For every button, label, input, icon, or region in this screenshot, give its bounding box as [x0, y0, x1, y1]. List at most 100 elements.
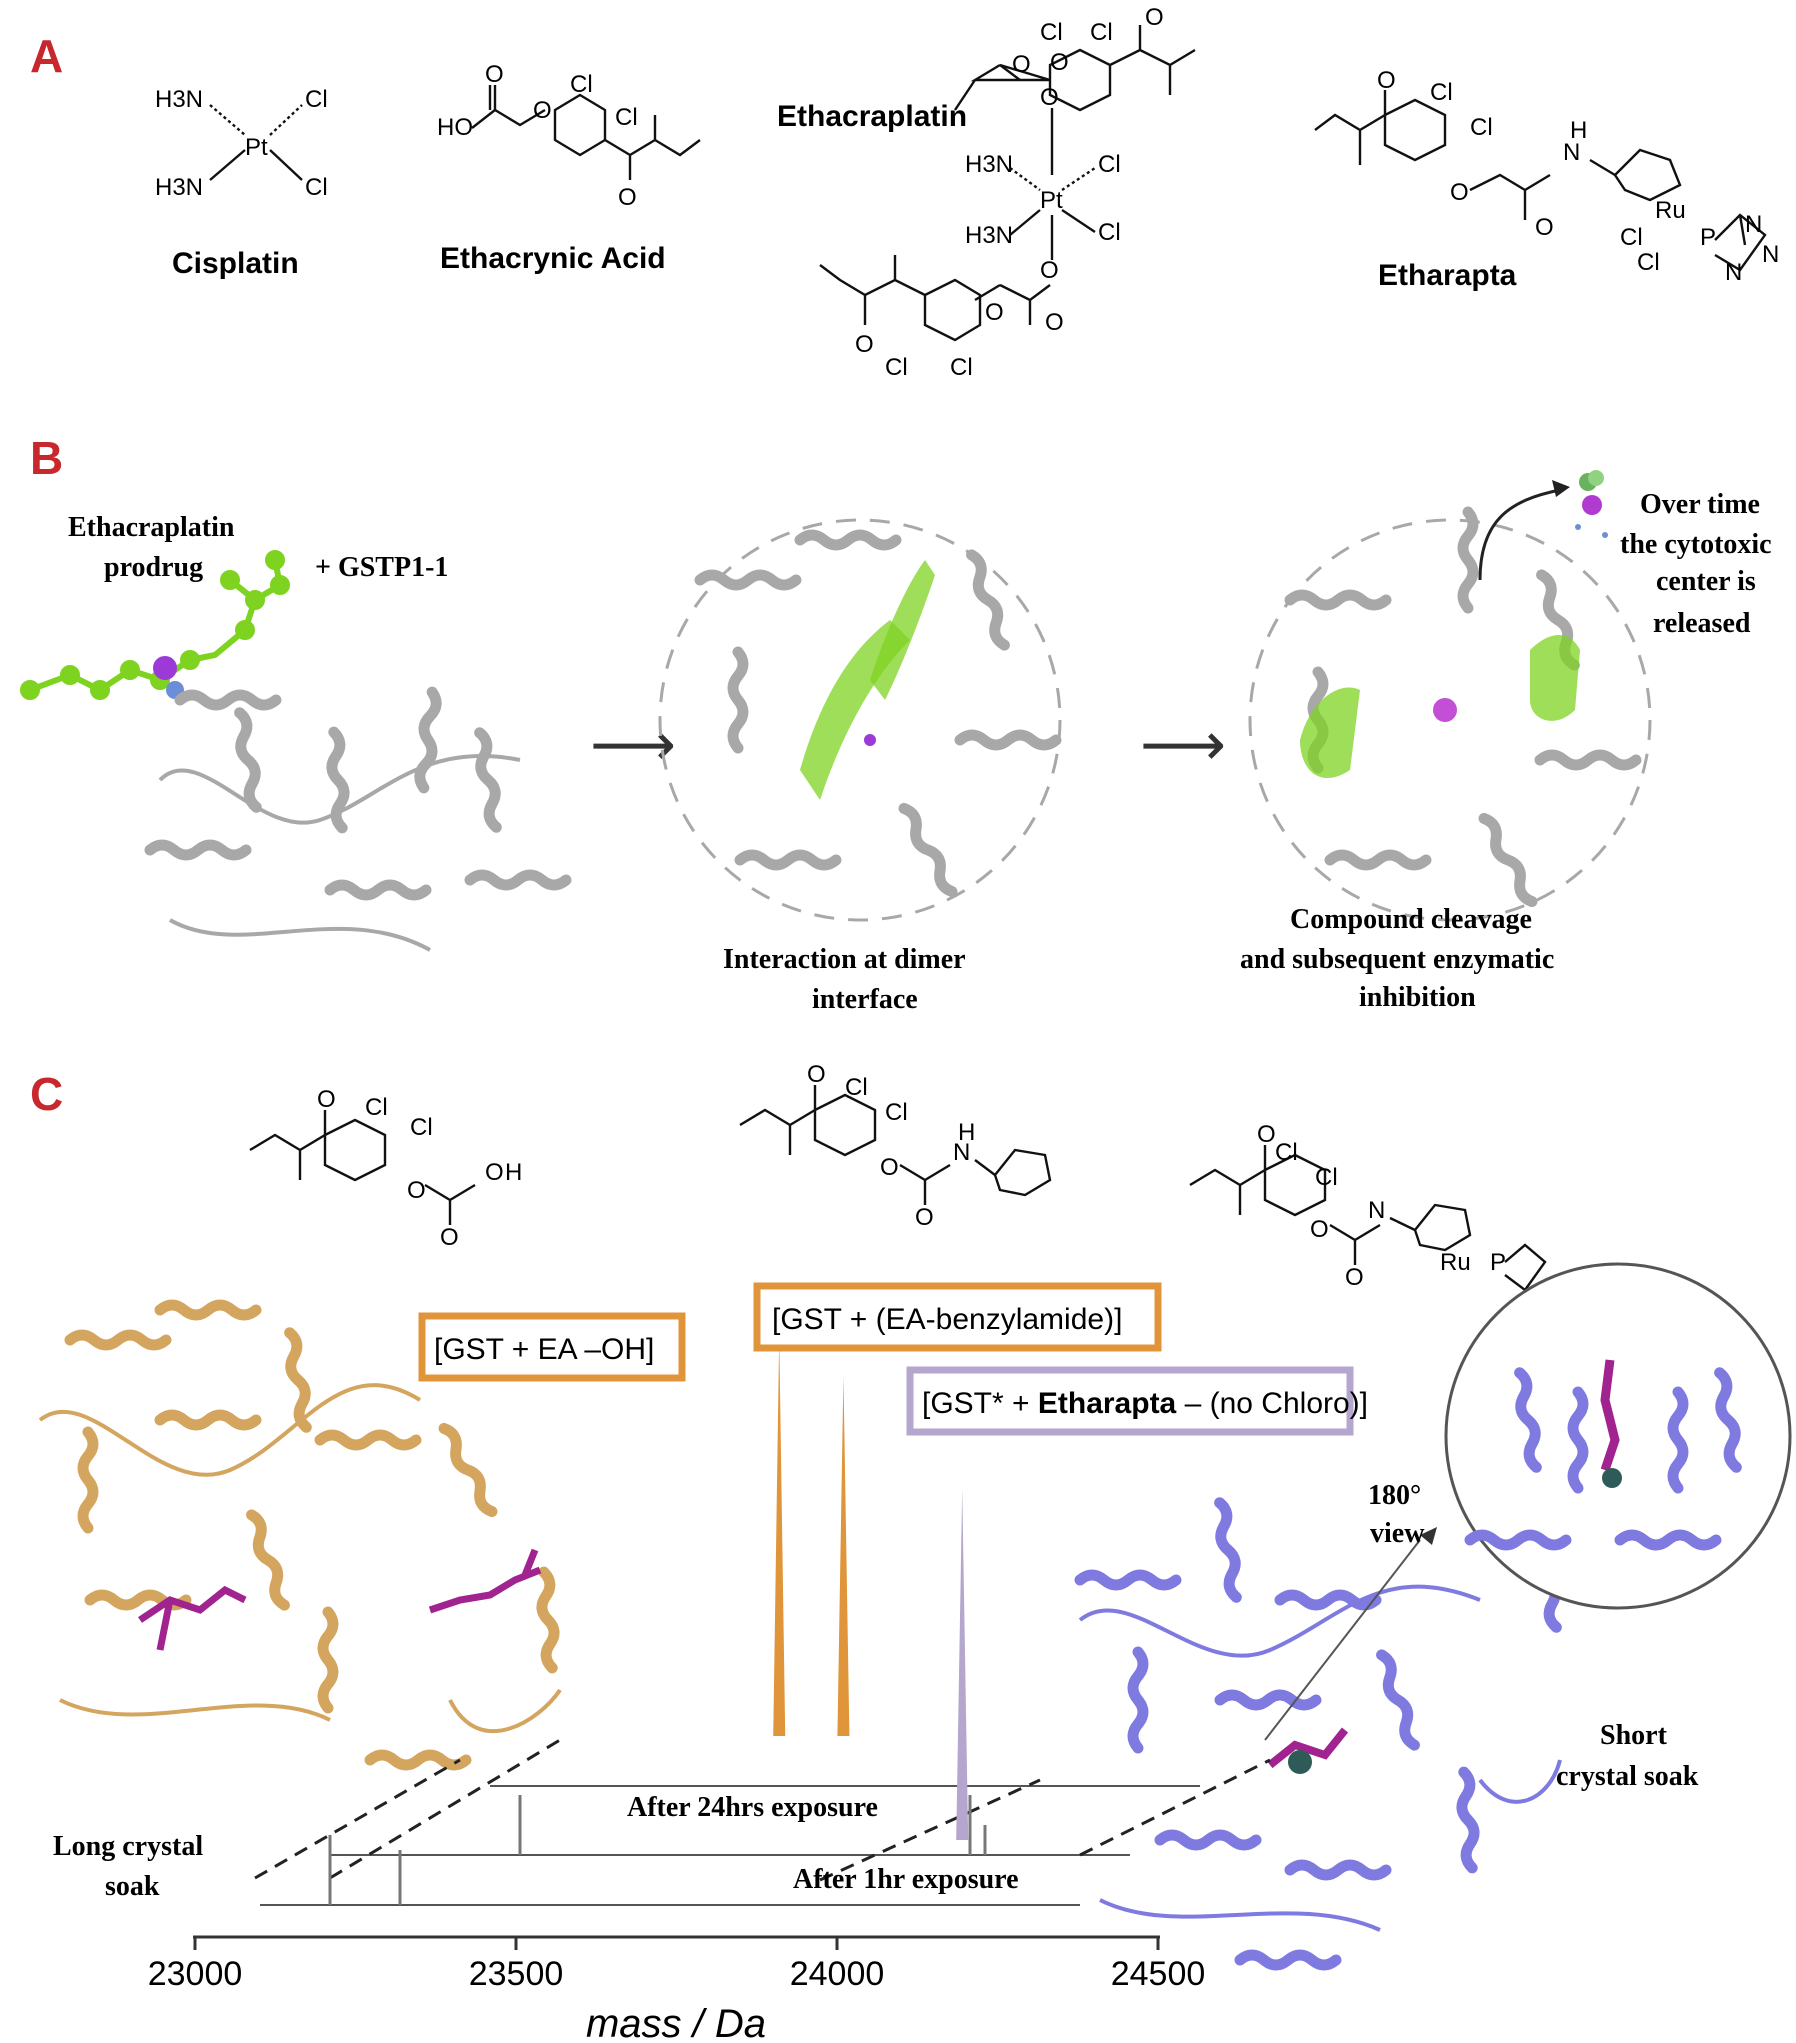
ea-oh-structure: O Cl Cl O O O H [249, 1086, 522, 1251]
spectrum-peak-0-1 [837, 1376, 850, 1736]
release-caption: Over time [1640, 489, 1760, 520]
svg-text:O: O [485, 61, 504, 88]
svg-text:Cl: Cl [1637, 249, 1660, 276]
svg-text:O: O [1040, 257, 1059, 284]
x-tick-label-3: 24500 [1111, 1955, 1206, 1993]
x-tick-label-2: 24000 [790, 1955, 885, 1993]
x-tick-label-0: 23000 [148, 1955, 243, 1993]
svg-text:N: N [1725, 259, 1742, 286]
box-etharapta: [GST* + Etharapta – (no Chloro)] [906, 1366, 1368, 1436]
svg-text:Cl: Cl [1620, 224, 1643, 251]
x-axis-title: mass / Da [586, 2002, 766, 2043]
svg-text:Cl: Cl [845, 1074, 868, 1101]
step3-caption: Compound cleavage [1290, 904, 1532, 935]
compound-name-ethacraplatin: Ethacraplatin [777, 100, 967, 133]
svg-text:O: O [1012, 51, 1031, 78]
svg-text:O: O [1040, 84, 1059, 111]
svg-text:Cl: Cl [950, 354, 973, 381]
svg-text:N: N [953, 1139, 970, 1166]
right-caption: Short [1600, 1720, 1668, 1751]
spectrum-peak-1-0 [956, 1488, 969, 1840]
svg-text:O: O [1377, 67, 1396, 94]
ethacrynic-acid-structure: HO O O Cl Cl O [437, 61, 701, 211]
spectrum-peak-0-0 [773, 1336, 786, 1736]
spectrum-guide-3 [1079, 1758, 1271, 1857]
svg-text:P: P [1700, 224, 1716, 251]
etharapta-structure: O Cl Cl O O N H Ru Cl Cl P N N N [1314, 67, 1779, 286]
arrow-2: ⟶ [1140, 710, 1226, 780]
svg-text:O: O [1145, 4, 1164, 31]
svg-text:Pt: Pt [245, 134, 268, 161]
left-caption-line2: soak [105, 1871, 160, 1902]
box-ea-oh: [GST + EA –OH] [418, 1312, 686, 1382]
svg-text:Cl: Cl [1098, 219, 1121, 246]
svg-text:O: O [880, 1154, 899, 1181]
panel-c-letter: C [30, 1068, 63, 1120]
svg-text:Cl: Cl [1275, 1139, 1298, 1166]
svg-text:HO: HO [437, 114, 473, 141]
svg-text:O: O [440, 1224, 459, 1251]
svg-text:Pt: Pt [1040, 187, 1063, 214]
view-caption-line2: view [1370, 1518, 1425, 1549]
svg-text:N: N [1745, 211, 1762, 238]
step2-caption-line2: interface [812, 984, 918, 1015]
protein-structure-violet [1080, 1502, 1561, 1965]
release-caption-line2: the cytotoxic [1620, 529, 1772, 560]
panel-b-letter: B [30, 432, 63, 484]
svg-text:O: O [1045, 309, 1064, 336]
compound-name-ethacrynic-acid: Ethacrynic Acid [440, 242, 666, 275]
svg-text:P: P [1490, 1249, 1506, 1276]
svg-text:Cl: Cl [570, 71, 593, 98]
protein-structure-side [150, 692, 566, 952]
svg-text:[GST + EA –OH]: [GST + EA –OH] [434, 1333, 654, 1366]
svg-text:O: O [915, 1204, 934, 1231]
svg-text:O: O [855, 331, 874, 358]
svg-text:N: N [1563, 139, 1580, 166]
svg-text:O: O [317, 1086, 336, 1113]
trace-label-1hr: After 1hr exposure [793, 1864, 1019, 1895]
cleaved-ligands [1300, 635, 1580, 779]
arrow-1: ⟶ [590, 710, 676, 780]
svg-text:O: O [1050, 49, 1069, 76]
prodrug-label-line2: prodrug [104, 552, 203, 583]
svg-text:O: O [485, 1159, 504, 1186]
right-caption-line2: crystal soak [1556, 1761, 1699, 1792]
svg-text:O: O [407, 1177, 426, 1204]
svg-text:Cl: Cl [305, 174, 328, 201]
svg-text:O: O [1450, 179, 1469, 206]
svg-text:Ru: Ru [1440, 1249, 1471, 1276]
protein-structure-gold [38, 1305, 560, 1765]
step3-caption-line2: and subsequent enzymatic [1240, 944, 1554, 975]
svg-text:Cl: Cl [1315, 1164, 1338, 1191]
svg-text:O: O [533, 97, 552, 124]
svg-text:H: H [505, 1159, 522, 1186]
step3-caption-line3: inhibition [1359, 982, 1476, 1013]
svg-text:Cl: Cl [1040, 19, 1063, 46]
svg-text:H3N: H3N [155, 86, 203, 113]
svg-text:H3N: H3N [155, 174, 203, 201]
svg-text:O: O [1535, 214, 1554, 241]
left-caption: Long crystal [53, 1831, 203, 1862]
view-caption: 180° [1368, 1480, 1421, 1511]
svg-text:O: O [985, 299, 1004, 326]
spectrum-guide-2 [819, 1778, 1041, 1882]
panel-a-letter: A [30, 30, 63, 82]
inset-leader-arrowhead [1420, 1527, 1437, 1545]
svg-text:Cl: Cl [1098, 151, 1121, 178]
box-ea-benzylamide: [GST + (EA-benzylamide)] [753, 1282, 1162, 1352]
release-caption-line3: center is [1656, 566, 1756, 597]
etharapta-small-structure: O Cl Cl O O N Ru P [1189, 1121, 1547, 1292]
gold-ligands [138, 1548, 542, 1651]
prodrug-molecule [20, 550, 290, 700]
release-caption-line4: released [1653, 608, 1751, 639]
svg-text:Cl: Cl [305, 86, 328, 113]
svg-text:O: O [1310, 1216, 1329, 1243]
svg-text:Cl: Cl [615, 104, 638, 131]
released-center [1575, 470, 1608, 538]
ea-benzylamide-structure: O Cl Cl O O N H [739, 1061, 1052, 1231]
step2-caption: Interaction at dimer [723, 944, 966, 975]
svg-text:O: O [1257, 1121, 1276, 1148]
svg-text:H: H [1570, 117, 1587, 144]
protein-structure-dimer [658, 518, 1062, 922]
